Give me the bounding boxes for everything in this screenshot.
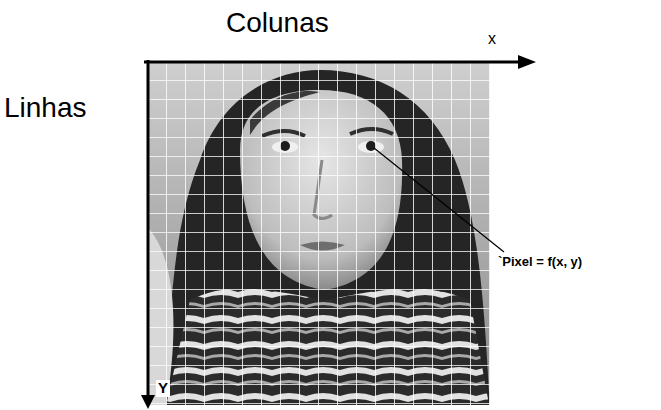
axis-title: Linhas [4,93,87,124]
axes [141,55,536,409]
axis-letter: x [488,30,496,48]
x-axis [144,61,522,64]
axis-letter: Y [156,380,170,397]
formula-label: `Pixel = f(x, y) [498,255,582,269]
photo [148,62,490,405]
leader-line [374,148,504,252]
y-arrowhead [141,395,155,409]
axis-title: Colunas [226,8,329,39]
x-arrowhead [518,55,536,69]
y-axis [147,60,150,398]
